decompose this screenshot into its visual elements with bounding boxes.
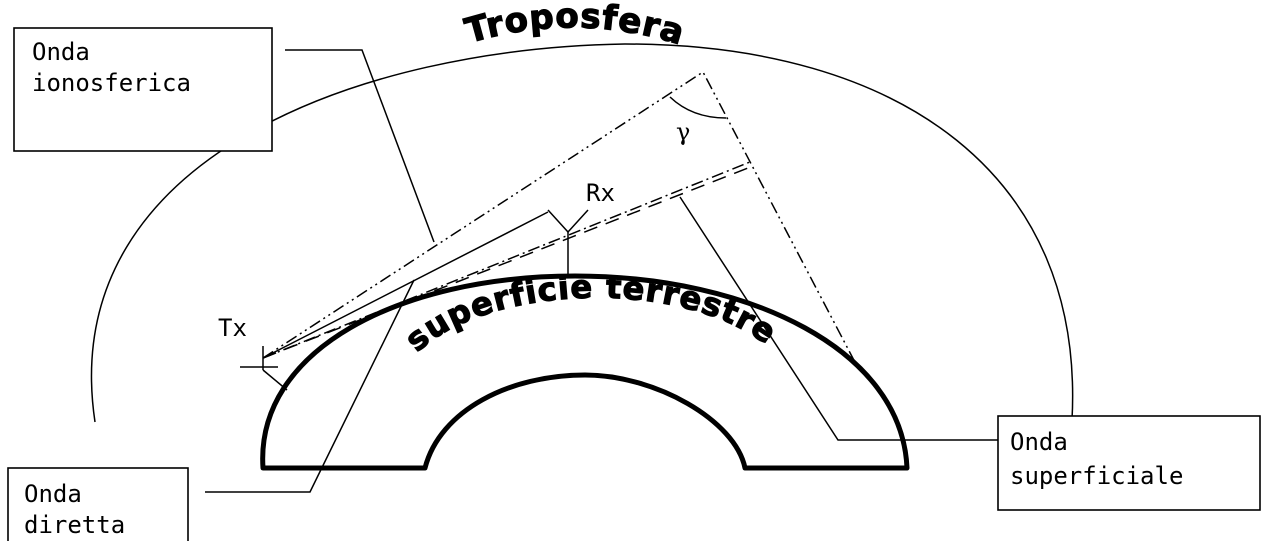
- surface-line-1: Onda: [1010, 428, 1068, 456]
- ionospheric-wave-path: [262, 70, 859, 369]
- surface-wave-callout: Onda superficiale: [997, 415, 1261, 511]
- direct-wave-callout: Onda diretta: [7, 467, 189, 541]
- gamma-label: γ: [676, 118, 690, 146]
- surface-leader-line: [679, 196, 1000, 441]
- ionospheric-leader-line: [285, 49, 435, 243]
- rx-antenna: [547, 209, 589, 276]
- ionospheric-line-2: ionosferica: [32, 69, 191, 97]
- direct-line-2: diretta: [24, 511, 125, 539]
- direct-wave-path: [262, 167, 749, 359]
- tx-label: Tx: [218, 314, 247, 342]
- troposphere-boundary: [90, 43, 1074, 423]
- ground-wave-path: [262, 211, 549, 359]
- ionospheric-wave-callout: Onda ionosferica: [13, 27, 273, 152]
- tx-antenna: [240, 346, 288, 391]
- earth-surface-shape: [260, 273, 910, 471]
- direct-line-1: Onda: [24, 480, 82, 508]
- ionospheric-line-1: Onda: [32, 38, 90, 66]
- surface-line-2: superficiale: [1010, 462, 1183, 490]
- direct-leader-line: [205, 279, 415, 493]
- angle-gamma-arc: [669, 96, 727, 119]
- rx-label: Rx: [586, 179, 615, 207]
